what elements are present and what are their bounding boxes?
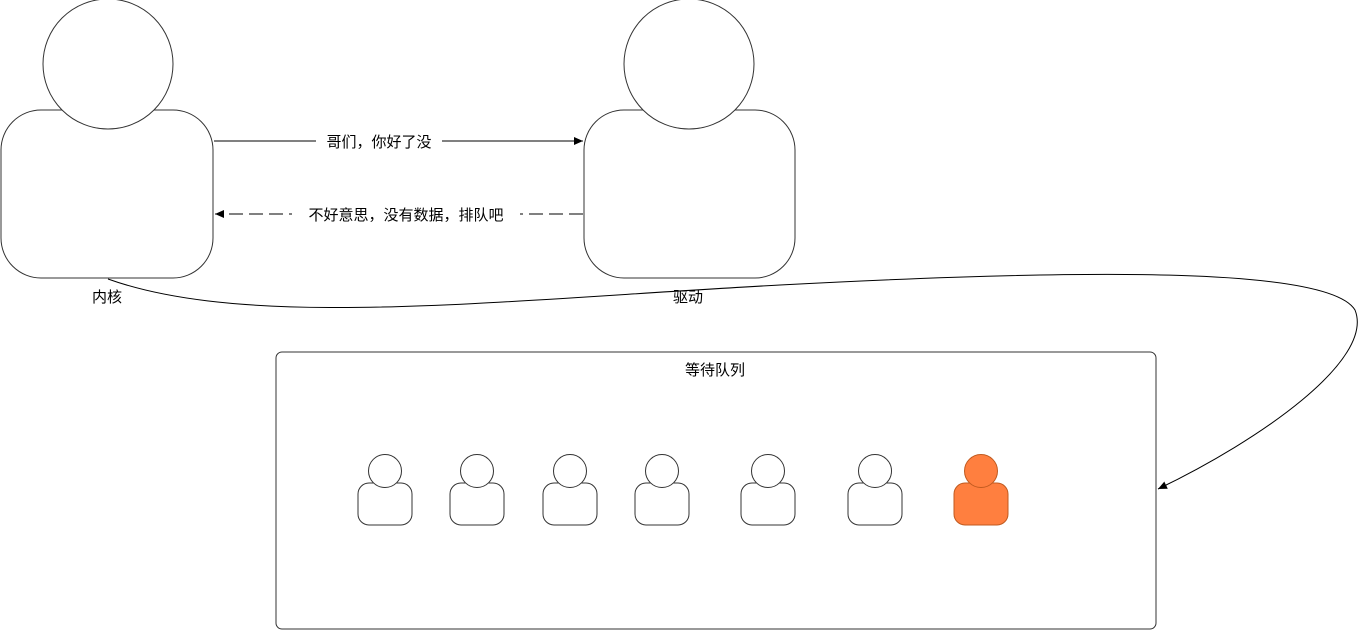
enqueue-curve-arrow: [107, 273, 1358, 490]
driver-label: 驱动: [673, 288, 703, 306]
response-label: 不好意思，没有数据，排队吧: [308, 206, 503, 224]
wait-queue-title: 等待队列: [685, 361, 745, 379]
queue-member-body: [542, 482, 598, 526]
queue-member-head: [858, 454, 892, 488]
queue-member[interactable]: [357, 454, 413, 526]
queue-member-body: [634, 482, 690, 526]
queue-member-head: [964, 454, 998, 488]
queue-member-head: [645, 454, 679, 488]
queue-member[interactable]: [449, 454, 505, 526]
queue-members: [357, 454, 1009, 526]
queue-member-body: [740, 482, 796, 526]
queue-member[interactable]: [740, 454, 796, 526]
queue-member-active[interactable]: [953, 454, 1009, 526]
queue-member-body: [953, 482, 1009, 526]
queue-member[interactable]: [542, 454, 598, 526]
queue-member-head: [751, 454, 785, 488]
queue-member-body: [847, 482, 903, 526]
wait-queue-box[interactable]: [275, 351, 1157, 630]
queue-member[interactable]: [634, 454, 690, 526]
queue-member-head: [368, 454, 402, 488]
queue-member-body: [357, 482, 413, 526]
kernel-label: 内核: [92, 288, 122, 306]
request-label-bg: [316, 130, 442, 152]
driver-actor[interactable]: [583, 0, 796, 279]
request-label: 哥们，你好了没: [326, 133, 431, 151]
queue-member-head: [460, 454, 494, 488]
queue-member[interactable]: [847, 454, 903, 526]
kernel-actor[interactable]: [0, 0, 214, 279]
response-label-bg: [292, 203, 520, 225]
queue-member-body: [449, 482, 505, 526]
queue-member-head: [553, 454, 587, 488]
